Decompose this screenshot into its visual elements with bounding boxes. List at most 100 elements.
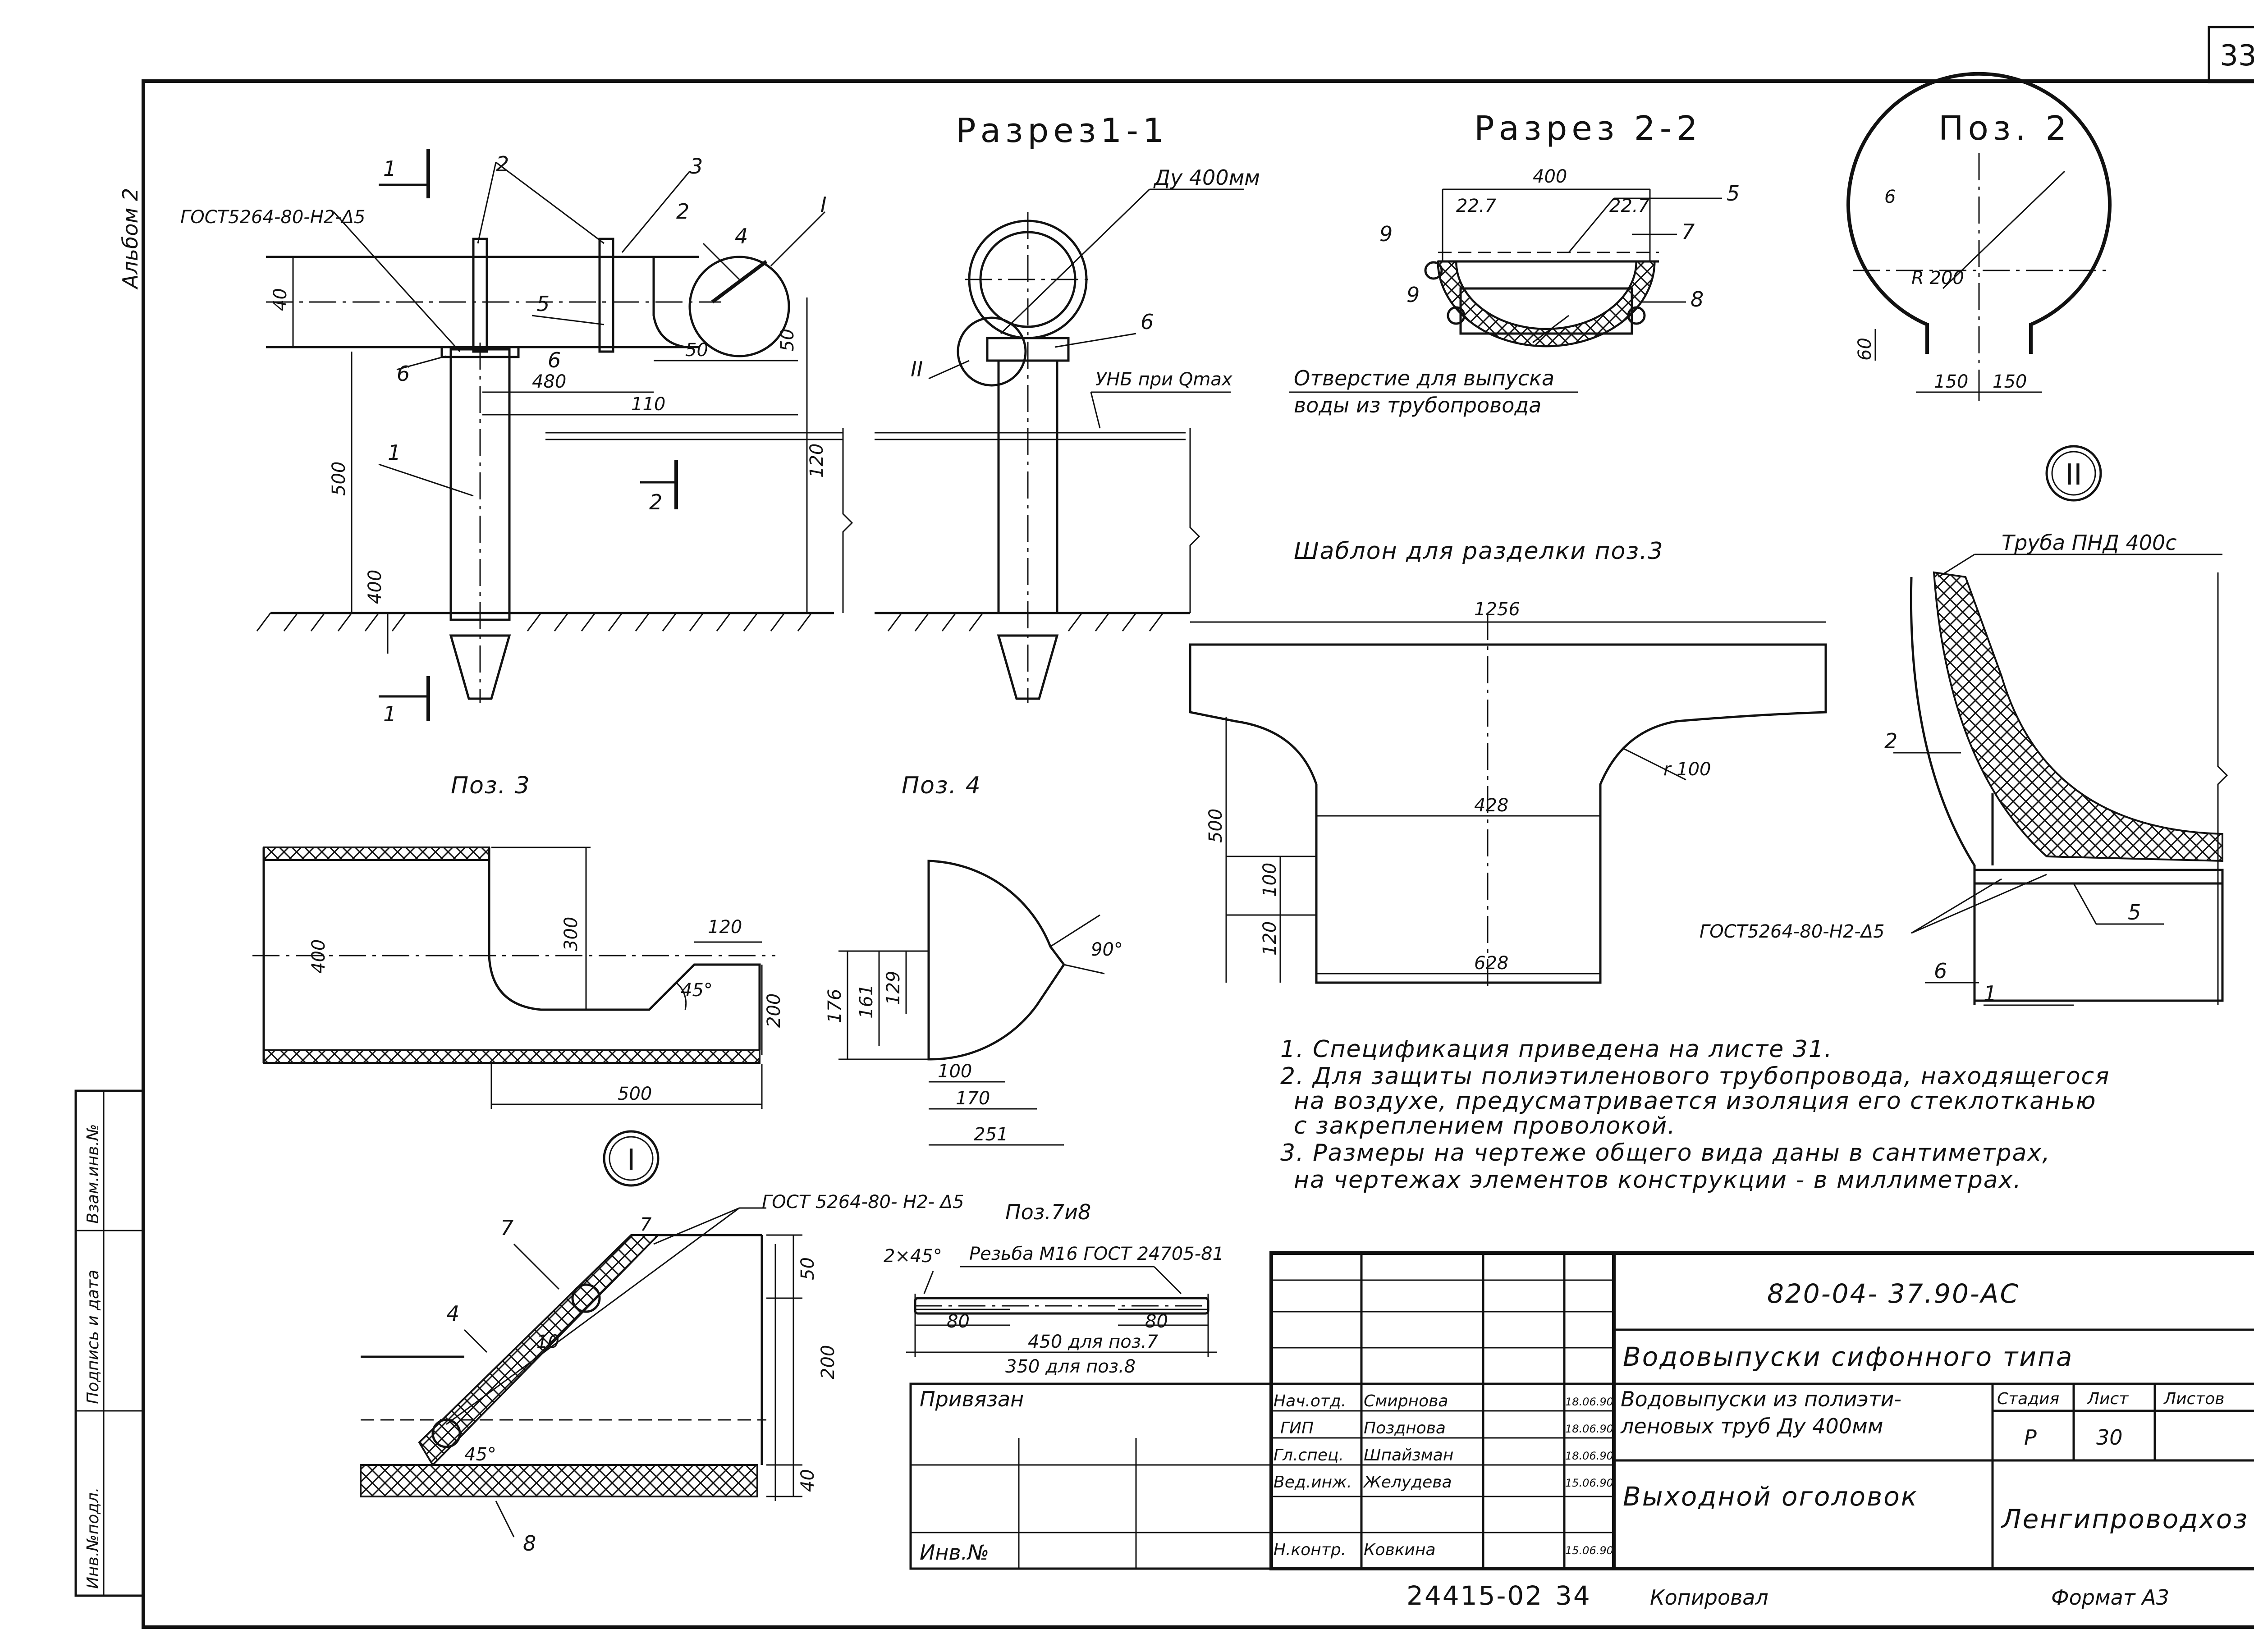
- staff-3-name: Желудева: [1363, 1473, 1452, 1492]
- pos78-title: Поз.7и8: [1005, 1200, 1091, 1224]
- pos2-r200: R 200: [1911, 268, 1964, 288]
- staff-0-date: 18.06.90: [1565, 1396, 1613, 1408]
- item-4-detail1: 4: [446, 1301, 459, 1326]
- pos3-dim-120: 120: [708, 917, 742, 938]
- pos4-angle-90: 90°: [1091, 939, 1123, 960]
- tpl-dim-428: 428: [1474, 795, 1508, 816]
- callout-II-badge: II: [2065, 458, 2082, 492]
- weld-gost-detail2: ГОСТ5264-80-Н2-Δ5: [1700, 921, 1884, 942]
- item-4-main: 4: [735, 224, 748, 248]
- pos4-dim-161: 161: [856, 984, 877, 1019]
- item-1-detail2: 1: [1984, 981, 1997, 1006]
- tb-stage-label: Стадия: [1997, 1390, 2059, 1408]
- item-3-main: 3: [690, 154, 703, 178]
- page-number: 33: [2220, 39, 2254, 73]
- sidebar-podpis: Подпись и дата: [84, 1270, 102, 1404]
- callout-I-badge: I: [627, 1144, 636, 1177]
- item-5-main: 5: [536, 292, 550, 316]
- tb-privyazan: Привязан: [920, 1387, 1024, 1411]
- dim-40: 40: [270, 288, 291, 311]
- template-shape: [1189, 613, 1827, 992]
- note-2c: с закреплением проволокой.: [1294, 1112, 1676, 1139]
- tb-org: Ленгипроводхоз: [2001, 1504, 2249, 1534]
- pos2-title: Поз. 2: [1938, 109, 2071, 148]
- pos4-dim-251: 251: [974, 1124, 1008, 1145]
- cut-2-mid: 2: [649, 490, 662, 514]
- pos2-dim-6: 6: [1884, 187, 1896, 207]
- staff-3-date: 15.06.90: [1565, 1477, 1613, 1489]
- item-6-detail2: 6: [1934, 959, 1947, 983]
- dim-480: 480: [532, 371, 566, 392]
- item-5-sec2: 5: [1727, 181, 1740, 206]
- pipe-pnd-label: Труба ПНД 400с: [2002, 531, 2177, 555]
- pos2-dim-150-a: 150: [1934, 371, 1968, 392]
- tb-stage: Р: [2024, 1425, 2037, 1450]
- copied-label: Копировал: [1650, 1585, 1768, 1610]
- callout-II-circle: [2045, 445, 2102, 502]
- d1-dim-200: 200: [818, 1345, 838, 1379]
- drain-hole-label-2: воды из трубопровода: [1294, 393, 1541, 417]
- item-9-sec2-b: 9: [1406, 283, 1420, 307]
- sidebar-vzam: Взам.инв.№: [84, 1124, 102, 1224]
- pos3-dim-300: 300: [561, 917, 582, 951]
- staff-2-name: Шпайзман: [1364, 1446, 1453, 1464]
- staff-3-role: Вед.инж.: [1274, 1473, 1352, 1492]
- tpl-dim-120: 120: [1260, 921, 1280, 956]
- detail-II: [1893, 554, 2228, 1006]
- tb-sheet: 30: [2096, 1425, 2123, 1450]
- drain-hole-label-1: Отверстие для выпуска: [1294, 366, 1554, 390]
- rod-dim-80-right: 80: [1145, 1311, 1168, 1332]
- tpl-dim-100: 100: [1260, 863, 1280, 897]
- tpl-dim-500: 500: [1205, 809, 1226, 843]
- d1-dim-10: 10: [536, 1332, 559, 1352]
- callout-I-circle: [603, 1130, 660, 1187]
- dim-500: 500: [329, 462, 349, 496]
- pos4-dim-100: 100: [938, 1061, 972, 1082]
- rod-dim-80-left: 80: [947, 1311, 970, 1332]
- pos4-dim-129: 129: [883, 971, 904, 1005]
- section-2: [1424, 188, 1722, 348]
- title-block: [909, 1251, 2254, 1570]
- archive-no: 24415-02: [1406, 1580, 1543, 1611]
- weld-gost-detail1: ГОСТ 5264-80- Н2- Δ5: [762, 1192, 964, 1213]
- callout-II-sec1: II: [911, 357, 923, 381]
- dim-110: 110: [631, 394, 665, 415]
- water-level-label: УНБ при Qmax: [1095, 369, 1232, 390]
- pos3-title: Поз. 3: [451, 772, 531, 799]
- pos4-part: [838, 860, 1105, 1146]
- d1-dim-40: 40: [797, 1469, 818, 1492]
- item-6-main-a: 6: [397, 362, 410, 386]
- item-7-detail1: 7: [500, 1216, 513, 1240]
- note-2: 2. Для защиты полиэтиленового трубопрово…: [1280, 1063, 2110, 1090]
- staff-1-date: 18.06.90: [1565, 1423, 1613, 1435]
- note-2b: на воздухе, предусматривается изоляция е…: [1294, 1088, 2097, 1115]
- chamfer-label: 2×45°: [884, 1246, 942, 1267]
- tb-title-sheet: Выходной оголовок: [1623, 1481, 1918, 1512]
- dim-22-7-left: 22.7: [1456, 196, 1497, 216]
- tb-sheets-label: Листов: [2163, 1390, 2224, 1408]
- section-1: [875, 188, 1244, 703]
- note-1: 1. Спецификация приведена на листе 31.: [1280, 1036, 1833, 1063]
- rod-len-pos8: 350 для поз.8: [1005, 1356, 1136, 1377]
- item-2-detail2: 2: [1884, 729, 1897, 753]
- tpl-r100: r 100: [1663, 759, 1711, 780]
- detail-I: [360, 1207, 802, 1538]
- weld-gost-top: ГОСТ5264-80-Н2-Δ5: [180, 207, 365, 228]
- thread-label: Резьба М16 ГОСТ 24705-81: [969, 1244, 1224, 1264]
- d1-dim-50: 50: [797, 1257, 818, 1280]
- dim-50-a: 50: [685, 340, 708, 361]
- tpl-dim-628: 628: [1474, 953, 1508, 974]
- callout-I-main: I: [820, 192, 827, 217]
- cut-1-top: 1: [383, 156, 396, 181]
- pos3-dim-200: 200: [764, 993, 784, 1028]
- staff-1-role: ГИП: [1280, 1419, 1314, 1437]
- staff-4-role: Н.контр.: [1274, 1541, 1346, 1559]
- item-6-sec1: 6: [1141, 310, 1154, 334]
- cut-1-bottom: 1: [383, 702, 396, 726]
- staff-2-role: Гл.спец.: [1274, 1446, 1344, 1464]
- item-5-detail2: 5: [2128, 900, 2141, 924]
- sheet-frame: [142, 79, 2254, 1629]
- pos3-dim-400: 400: [308, 939, 329, 974]
- dim-400-sec2: 400: [1533, 166, 1567, 187]
